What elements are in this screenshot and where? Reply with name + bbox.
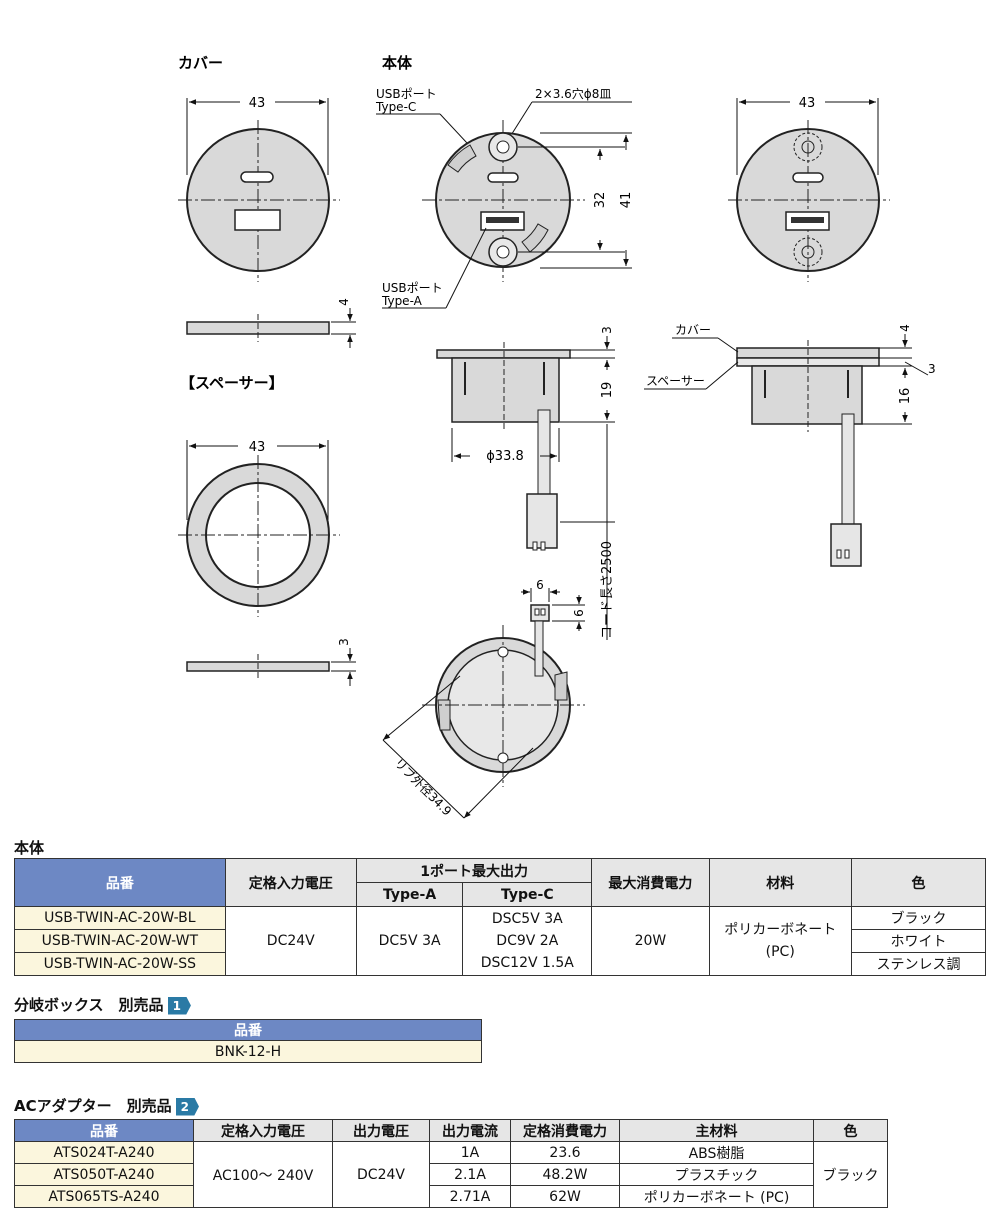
body-input: DC24V bbox=[224, 906, 357, 976]
adapter-material-1: ABS樹脂 bbox=[619, 1141, 814, 1164]
spacer-dim-3: 3 bbox=[337, 638, 351, 646]
cover-title: カバー bbox=[178, 54, 223, 72]
adapter-part-2: ATS050T-A240 bbox=[14, 1163, 194, 1186]
adapter-th-color: 色 bbox=[813, 1119, 888, 1142]
adapter-material-2: プラスチック bbox=[619, 1163, 814, 1186]
usb-a-label-2: Type-A bbox=[381, 294, 423, 308]
adapter-part-1: ATS024T-A240 bbox=[14, 1141, 194, 1164]
branch-badge: 1 bbox=[167, 996, 191, 1015]
body-color-1: ブラック bbox=[850, 906, 987, 930]
cover-dim-4: 4 bbox=[337, 298, 351, 306]
bottom-dim-6a: 6 bbox=[536, 578, 544, 592]
material-line-1: ポリカーボネート bbox=[724, 922, 837, 938]
body-dim-41: 41 bbox=[619, 192, 634, 209]
adapter-table: 品番 定格入力電圧 出力電圧 出力電流 定格消費電力 主材料 色 ATS024T… bbox=[14, 1119, 888, 1208]
branch-th-part: 品番 bbox=[14, 1019, 482, 1041]
spacer-front-view: 43 bbox=[178, 440, 340, 617]
adapter-input: AC100～ 240V bbox=[193, 1141, 333, 1208]
th-color: 色 bbox=[850, 858, 987, 907]
th-part: 品番 bbox=[14, 858, 226, 907]
body-table-section-title: 本体 bbox=[14, 839, 45, 857]
th-input: 定格入力電圧 bbox=[224, 858, 357, 907]
cord-length: コード長さ2500 bbox=[600, 541, 615, 639]
body-spec-table: 品番 定格入力電圧 1ポート最大出力 最大消費電力 材料 色 Type-A Ty… bbox=[14, 858, 987, 976]
adapter-current-3: 2.71A bbox=[429, 1185, 511, 1208]
th-power: 最大消費電力 bbox=[591, 858, 710, 907]
body-part-1: USB-TWIN-AC-20W-BL bbox=[14, 906, 226, 930]
type-c-line-3: DSC12V 1.5A bbox=[480, 955, 574, 971]
usb-c-label-1: USBポート bbox=[376, 87, 437, 101]
body-rear-view: 43 bbox=[728, 96, 890, 282]
body-dim-32: 32 bbox=[593, 192, 608, 209]
assembly-dim-4: 4 bbox=[898, 324, 912, 332]
branch-table: 品番 BNK-12-H bbox=[14, 1019, 482, 1063]
assembly-side-view: カバー スペーサー 4 3 16 bbox=[644, 323, 936, 567]
assembly-dim-3: 3 bbox=[928, 362, 936, 376]
adapter-th-power: 定格消費電力 bbox=[510, 1119, 620, 1142]
cover-side-view: 4 bbox=[186, 298, 356, 348]
th-type-c: Type-C bbox=[462, 882, 593, 907]
body-bottom-view: 6 6 リブ外径34.9 bbox=[382, 578, 586, 819]
adapter-badge: 2 bbox=[175, 1097, 199, 1116]
body-part-2: USB-TWIN-AC-20W-WT bbox=[14, 929, 226, 953]
th-type-a: Type-A bbox=[355, 882, 464, 907]
adapter-current-2: 2.1A bbox=[429, 1163, 511, 1186]
adapter-th-material: 主材料 bbox=[619, 1119, 814, 1142]
body-part-3: USB-TWIN-AC-20W-SS bbox=[14, 952, 226, 976]
material-line-2: (PC) bbox=[765, 944, 795, 960]
cover-front-view: 43 bbox=[178, 96, 340, 282]
adapter-part-3: ATS065TS-A240 bbox=[14, 1185, 194, 1208]
bottom-dim-6b: 6 bbox=[572, 609, 586, 617]
adapter-material-3: ポリカーボネート (PC) bbox=[619, 1185, 814, 1208]
body-color-2: ホワイト bbox=[850, 929, 987, 953]
adapter-th-input: 定格入力電圧 bbox=[193, 1119, 333, 1142]
body-dim-phi: ϕ33.8 bbox=[486, 449, 524, 464]
hole-note: 2×3.6穴ϕ8皿 bbox=[535, 86, 611, 101]
adapter-th-current: 出力電流 bbox=[429, 1119, 511, 1142]
usb-c-label-2: Type-C bbox=[375, 100, 416, 114]
adapter-power-2: 48.2W bbox=[510, 1163, 620, 1186]
body-side-view: 3 19 コード長さ2500 ϕ33.8 bbox=[436, 326, 615, 640]
technical-drawing: カバー 本体 【スペーサー】 43 4 43 bbox=[178, 54, 936, 819]
body-title: 本体 bbox=[382, 54, 413, 72]
spacer-side-view: 3 bbox=[186, 638, 356, 686]
type-c-line-1: DSC5V 3A bbox=[491, 911, 563, 927]
branch-section-label: 分岐ボックス 別売品 bbox=[14, 996, 164, 1014]
body-power: 20W bbox=[591, 906, 710, 976]
side-cover-label: カバー bbox=[675, 323, 711, 337]
branch-part: BNK-12-H bbox=[14, 1040, 482, 1063]
body-type-c: DSC5V 3A DC9V 2A DSC12V 1.5A bbox=[462, 906, 593, 976]
rear-dim-43: 43 bbox=[799, 96, 816, 111]
adapter-th-output: 出力電圧 bbox=[332, 1119, 430, 1142]
body-type-a: DC5V 3A bbox=[355, 906, 464, 976]
adapter-section-label: ACアダプター 別売品 bbox=[14, 1097, 172, 1115]
adapter-th-part: 品番 bbox=[14, 1119, 194, 1142]
adapter-color: ブラック bbox=[813, 1141, 888, 1208]
body-dim-19: 19 bbox=[600, 382, 615, 399]
rib-diameter: リブ外径34.9 bbox=[391, 755, 454, 818]
adapter-current-1: 1A bbox=[429, 1141, 511, 1164]
adapter-power-1: 23.6 bbox=[510, 1141, 620, 1164]
body-front-view: USBポート Type-C 2×3.6穴ϕ8皿 32 41 USBポート Typ… bbox=[375, 86, 634, 309]
side-spacer-label: スペーサー bbox=[646, 374, 705, 388]
cover-dim-43: 43 bbox=[249, 96, 266, 111]
spacer-title: 【スペーサー】 bbox=[180, 374, 284, 392]
body-dim-3: 3 bbox=[600, 326, 614, 334]
usb-a-label-1: USBポート bbox=[382, 281, 443, 295]
body-color-3: ステンレス調 bbox=[850, 952, 987, 976]
th-port-out: 1ポート最大出力 bbox=[355, 858, 593, 883]
body-material: ポリカーボネート (PC) bbox=[708, 906, 852, 976]
adapter-power-3: 62W bbox=[510, 1185, 620, 1208]
adapter-output: DC24V bbox=[332, 1141, 430, 1208]
assembly-dim-16: 16 bbox=[898, 388, 913, 405]
type-c-line-2: DC9V 2A bbox=[496, 933, 559, 949]
spacer-dim-43: 43 bbox=[249, 440, 266, 455]
th-material: 材料 bbox=[708, 858, 852, 907]
